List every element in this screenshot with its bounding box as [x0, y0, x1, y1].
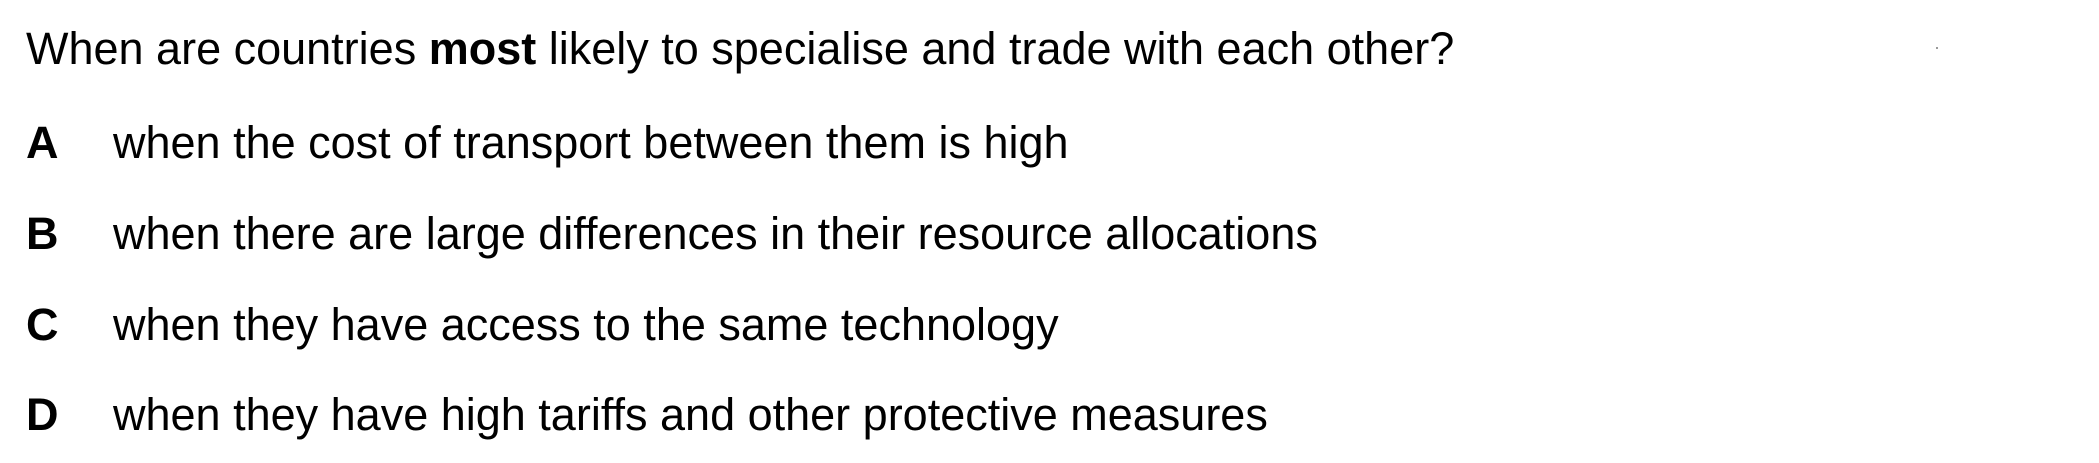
- option-c-letter: C: [26, 299, 59, 350]
- question-text: When are countries most likely to specia…: [26, 23, 1454, 75]
- scan-speck: [1936, 47, 1938, 49]
- option-d-text: when they have high tariffs and other pr…: [113, 389, 1268, 440]
- option-c-text: when they have access to the same techno…: [113, 299, 1059, 350]
- option-b-text: when there are large differences in thei…: [113, 208, 1318, 259]
- question-text-before: When are countries: [26, 23, 429, 74]
- option-b-letter: B: [26, 208, 59, 259]
- option-a-text: when the cost of transport between them …: [113, 117, 1069, 168]
- question-text-after: likely to specialise and trade with each…: [536, 23, 1455, 74]
- question-emphasis: most: [428, 23, 537, 74]
- option-a-letter: A: [26, 117, 59, 168]
- option-d-letter: D: [26, 389, 59, 440]
